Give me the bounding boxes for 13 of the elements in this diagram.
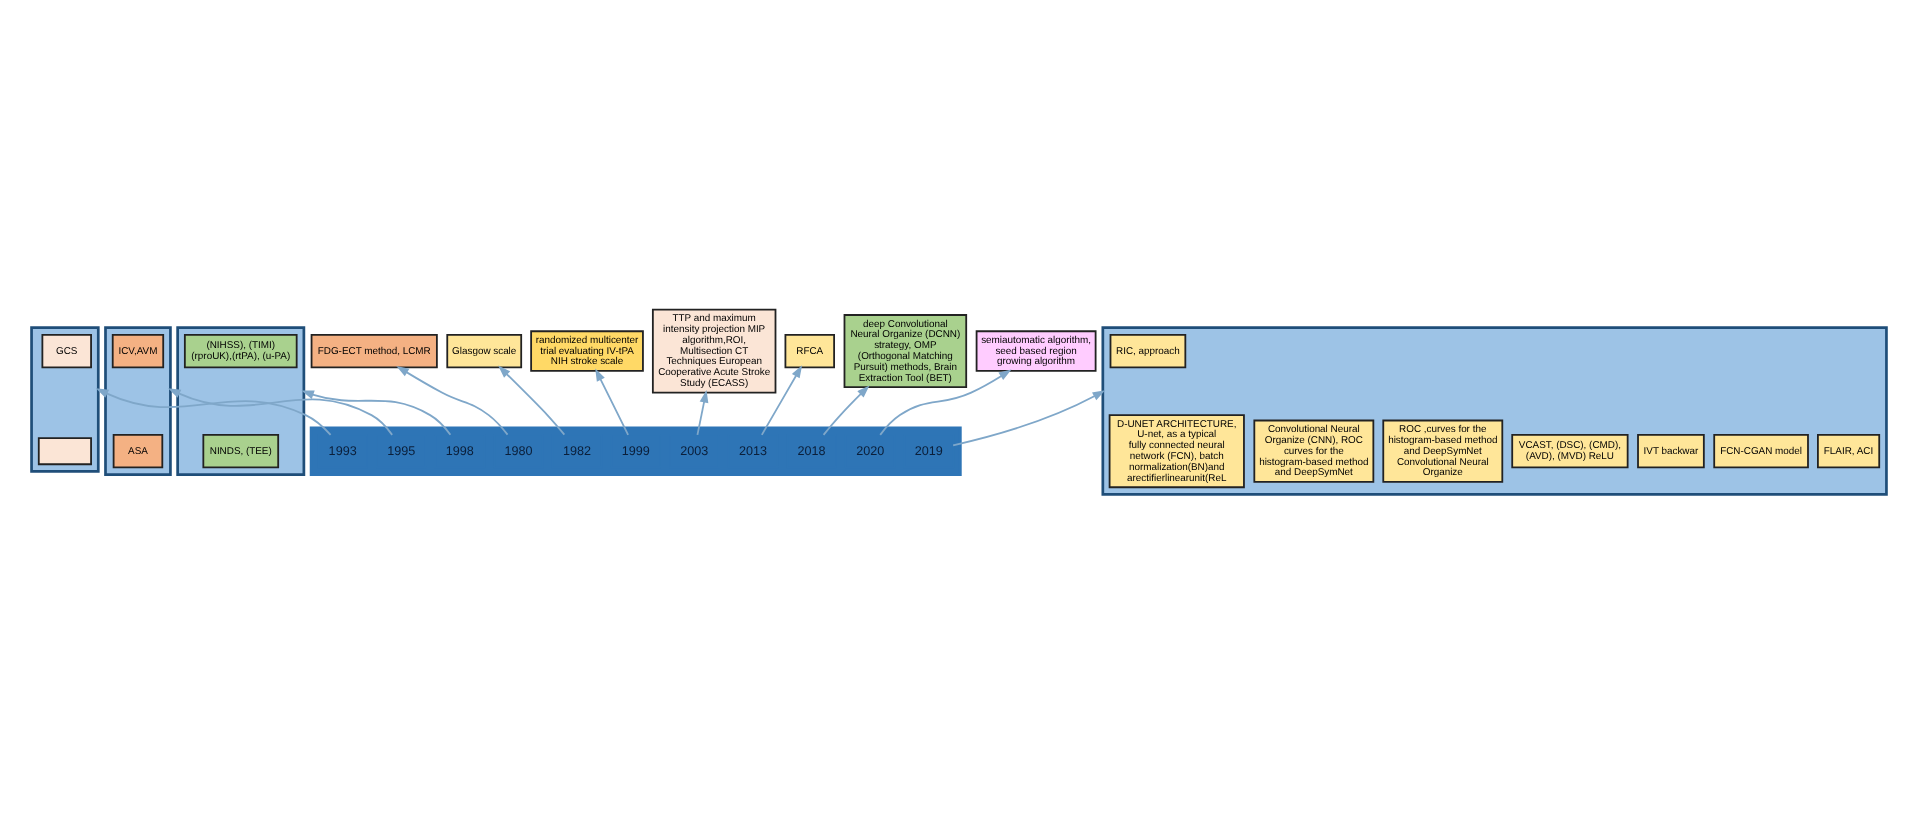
- arrow: [396, 364, 509, 435]
- arrow: [696, 389, 709, 435]
- arrow: [95, 387, 332, 435]
- arrow: [879, 368, 1012, 435]
- cluster: [104, 325, 172, 475]
- cluster: [30, 325, 100, 472]
- arrow: [952, 389, 1106, 446]
- cluster: [309, 425, 962, 475]
- arrow: [167, 387, 394, 435]
- cluster: [1101, 325, 1888, 495]
- arrow: [301, 389, 452, 435]
- cluster: [176, 325, 306, 475]
- node-box: [37, 436, 92, 465]
